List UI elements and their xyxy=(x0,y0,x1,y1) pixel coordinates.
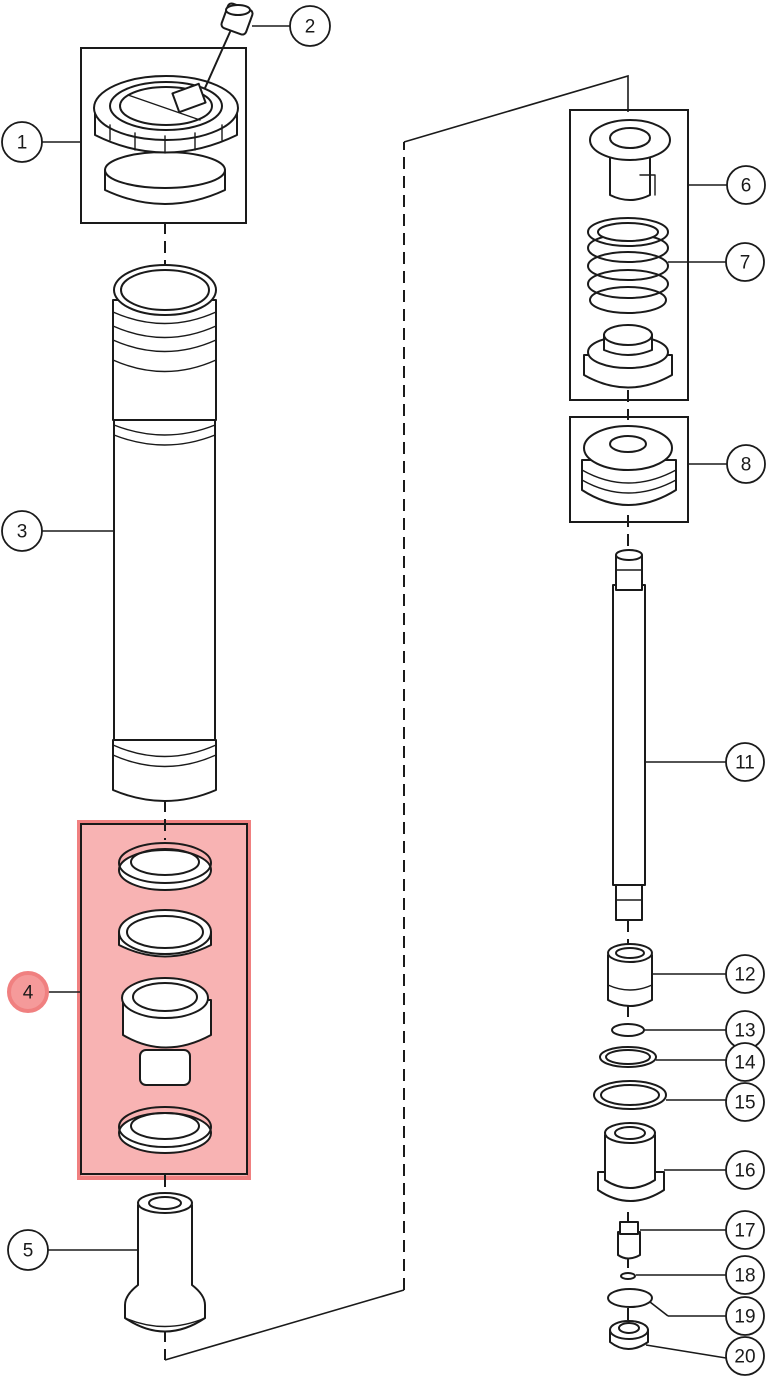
callout-6-label: 6 xyxy=(741,176,752,197)
leader-lines xyxy=(42,25,728,1359)
callout-8: 8 xyxy=(726,444,766,484)
part-3-cylinder xyxy=(112,264,217,802)
callout-14-label: 14 xyxy=(734,1053,756,1074)
callout-18-label: 18 xyxy=(734,1266,755,1287)
callout-5-label: 5 xyxy=(23,1241,34,1262)
callout-15-label: 15 xyxy=(734,1093,755,1114)
callout-16: 16 xyxy=(725,1150,765,1190)
part-16-housing xyxy=(597,1122,665,1202)
callout-11-label: 11 xyxy=(735,753,755,774)
callout-18: 18 xyxy=(725,1255,765,1295)
box-group-4 xyxy=(80,823,248,1175)
callout-17: 17 xyxy=(725,1210,765,1250)
part-6-retainer xyxy=(589,119,671,201)
part-1-cap-nut xyxy=(93,75,239,205)
callout-12: 12 xyxy=(725,954,765,994)
part-15-o-ring xyxy=(593,1080,667,1110)
part-4-seal-kit xyxy=(118,842,212,1154)
part-14-o-ring-inner xyxy=(605,1049,651,1065)
part-11-rod xyxy=(612,549,646,921)
callout-7-label: 7 xyxy=(740,253,751,274)
callout-4-label: 4 xyxy=(23,983,34,1004)
callout-15: 15 xyxy=(725,1082,765,1122)
callout-3: 3 xyxy=(1,510,43,552)
box-group-1 xyxy=(80,47,247,224)
callout-7: 7 xyxy=(725,242,765,282)
callout-6: 6 xyxy=(726,165,766,205)
callout-17-label: 17 xyxy=(734,1221,755,1242)
callout-11: 11 xyxy=(725,742,765,782)
part-8-piston xyxy=(581,425,677,506)
callout-1: 1 xyxy=(1,121,43,163)
part-13-o-ring xyxy=(611,1023,645,1037)
callout-19-label: 19 xyxy=(734,1307,755,1328)
callout-19: 19 xyxy=(725,1296,765,1336)
part-5-foot-valve xyxy=(124,1192,206,1333)
callout-2-label: 2 xyxy=(305,17,316,38)
callout-13-label: 13 xyxy=(734,1021,755,1042)
box-group-6-7 xyxy=(569,109,689,401)
part-7-spring xyxy=(587,217,669,314)
part-7-seat xyxy=(583,324,673,389)
callout-8-label: 8 xyxy=(741,455,752,476)
part-2-knob xyxy=(204,2,254,89)
part-20-valve-seat xyxy=(609,1320,649,1350)
callout-12-label: 12 xyxy=(734,965,755,986)
callout-16-label: 16 xyxy=(734,1161,755,1182)
callout-3-label: 3 xyxy=(17,522,28,543)
part-18-washer xyxy=(620,1272,636,1280)
callout-20-label: 20 xyxy=(734,1347,755,1368)
part-12-nut xyxy=(607,943,653,1007)
part-19-o-ring xyxy=(607,1288,653,1308)
box-group-8 xyxy=(569,416,689,523)
part-14-o-ring xyxy=(599,1046,657,1068)
callout-5: 5 xyxy=(7,1229,49,1271)
callout-20: 20 xyxy=(725,1336,765,1376)
callout-1-label: 1 xyxy=(17,133,28,154)
part-17-fitting xyxy=(617,1221,641,1260)
callout-2: 2 xyxy=(289,5,331,47)
callout-14: 14 xyxy=(725,1042,765,1082)
callout-4-highlighted: 4 xyxy=(7,971,49,1013)
part-15-o-ring-inner xyxy=(600,1084,660,1106)
